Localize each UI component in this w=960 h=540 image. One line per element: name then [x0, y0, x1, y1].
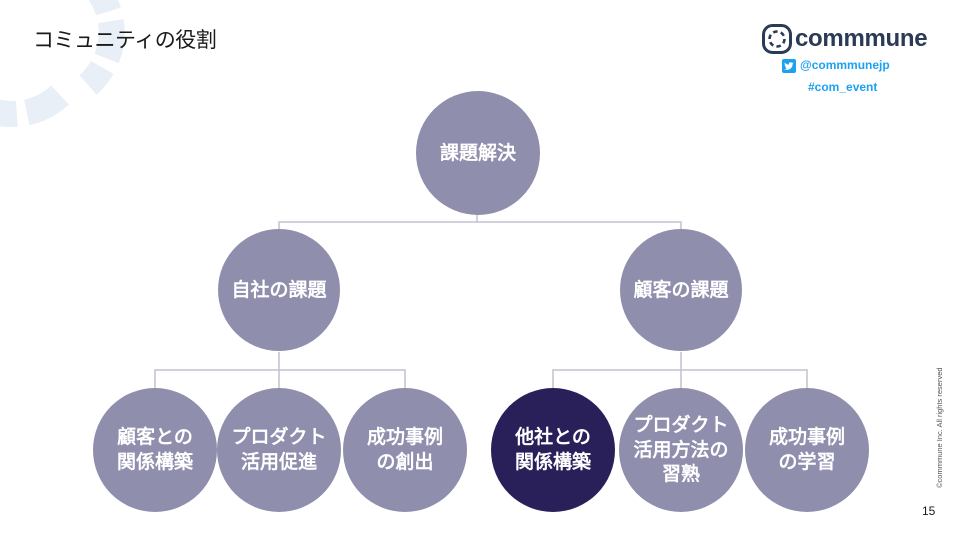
slide-title: コミュニティの役割	[33, 28, 217, 52]
commmune-ring-icon	[762, 24, 792, 54]
node-leaf-customer-relations: 顧客との 関係構築	[93, 388, 217, 512]
node-leaf-label: 他社との 関係構築	[514, 426, 591, 473]
decorative-ring-arc	[0, 0, 125, 128]
node-leaf-label: プロダクト 活用促進	[231, 426, 327, 473]
copyright-notice: ©commmune Inc. All rights reserved	[935, 367, 944, 488]
connector-right-children	[552, 352, 808, 392]
connector-root-branches	[278, 213, 682, 232]
node-leaf-label: 成功事例 の創出	[366, 426, 443, 473]
node-branch-customer-label: 顧客の課題	[633, 278, 729, 301]
brand-name: commmune	[795, 25, 928, 52]
twitter-bird-icon	[782, 59, 796, 73]
node-leaf-label: 成功事例 の学習	[768, 426, 845, 473]
twitter-handle[interactable]: @commmunejp	[800, 58, 890, 72]
node-leaf-product-adoption: プロダクト 活用促進	[217, 388, 341, 512]
node-root: 課題解決	[416, 91, 540, 215]
page-number: 15	[922, 504, 936, 518]
node-leaf-success-learning: 成功事例 の学習	[745, 388, 869, 512]
node-branch-own: 自社の課題	[218, 229, 340, 351]
node-root-label: 課題解決	[439, 141, 516, 164]
node-leaf-label: プロダクト 活用方法の 習熟	[633, 413, 729, 486]
connector-left-children	[154, 352, 406, 392]
node-leaf-label: 顧客との 関係構築	[116, 426, 193, 473]
event-hashtag[interactable]: #com_event	[808, 80, 878, 94]
node-leaf-product-mastery: プロダクト 活用方法の 習熟	[619, 388, 743, 512]
node-leaf-success-creation: 成功事例 の創出	[343, 388, 467, 512]
node-leaf-peer-relations: 他社との 関係構築	[491, 388, 615, 512]
node-branch-customer: 顧客の課題	[620, 229, 742, 351]
node-branch-own-label: 自社の課題	[231, 278, 327, 301]
brand-logo: commmune	[762, 24, 932, 56]
